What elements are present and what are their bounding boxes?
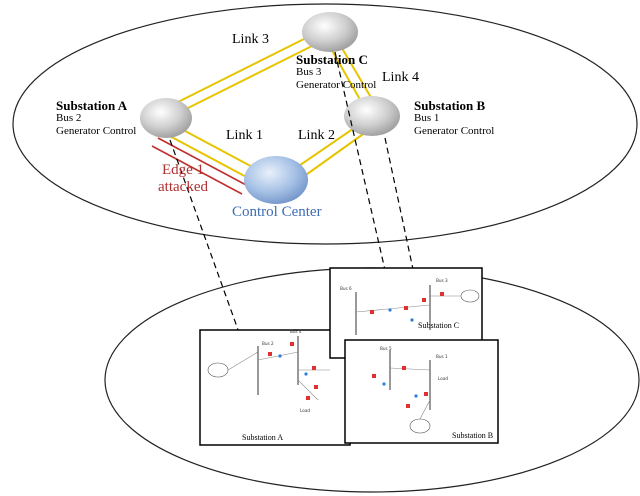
- substation-b-panel: Substation B Bus 5 Bus 1 Load: [344, 339, 499, 444]
- load-a-label: Load: [300, 408, 310, 413]
- substation-a-panel-label: Substation A: [242, 433, 283, 442]
- substation-c-bus: Bus 3: [296, 66, 322, 78]
- substation-a-title: Substation A: [56, 98, 128, 113]
- bus-1-label: Bus 1: [436, 354, 448, 359]
- substation-c-panel-label: Substation C: [418, 321, 459, 330]
- bus-6-label: Bus 6: [340, 286, 352, 291]
- link-1-line: [165, 123, 259, 181]
- substation-a-node: [140, 98, 192, 138]
- attack-label-line2: attacked: [158, 179, 208, 195]
- substation-b-node: [344, 96, 400, 136]
- cyber-layer-ellipse: [12, 3, 638, 245]
- control-center-label: Control Center: [232, 204, 322, 220]
- link-3-line: [165, 29, 329, 117]
- attack-label: Edge 1 attacked: [148, 162, 218, 196]
- load-b-label: Load: [438, 376, 448, 381]
- control-center-node: [244, 156, 308, 204]
- attack-label-line1: Edge 1: [161, 162, 205, 178]
- substation-c-role: Generator Control: [296, 79, 377, 91]
- substation-c-node: [302, 12, 358, 52]
- link-4-label: Link 4: [382, 70, 419, 85]
- bus-3-label: Bus 3: [436, 278, 448, 283]
- projection-arrow-b: [384, 137, 424, 304]
- substation-a-bus: Bus 2: [56, 112, 82, 124]
- substation-b-role: Generator Control: [414, 125, 495, 137]
- link-1-label: Link 1: [226, 128, 263, 143]
- substation-c-title: Substation C: [296, 52, 368, 67]
- projection-arrow-c: [334, 51, 397, 307]
- link-2-line: [289, 123, 367, 183]
- link-2-label: Link 2: [298, 128, 335, 143]
- bus-5-label: Bus 5: [380, 346, 392, 351]
- attacked-edge-line: [151, 137, 249, 195]
- substation-b-panel-label: Substation B: [452, 431, 493, 440]
- substation-b-bus: Bus 1: [414, 112, 440, 124]
- bus-2-label: Bus 2: [262, 341, 274, 346]
- substation-b-title: Substation B: [414, 98, 486, 113]
- substation-a-panel: Substation A Bus 2 Bus 4 Load: [199, 329, 351, 446]
- link-3-label: Link 3: [232, 32, 269, 47]
- bus-4-label: Bus 4: [290, 329, 302, 334]
- substation-a-role: Generator Control: [56, 125, 137, 137]
